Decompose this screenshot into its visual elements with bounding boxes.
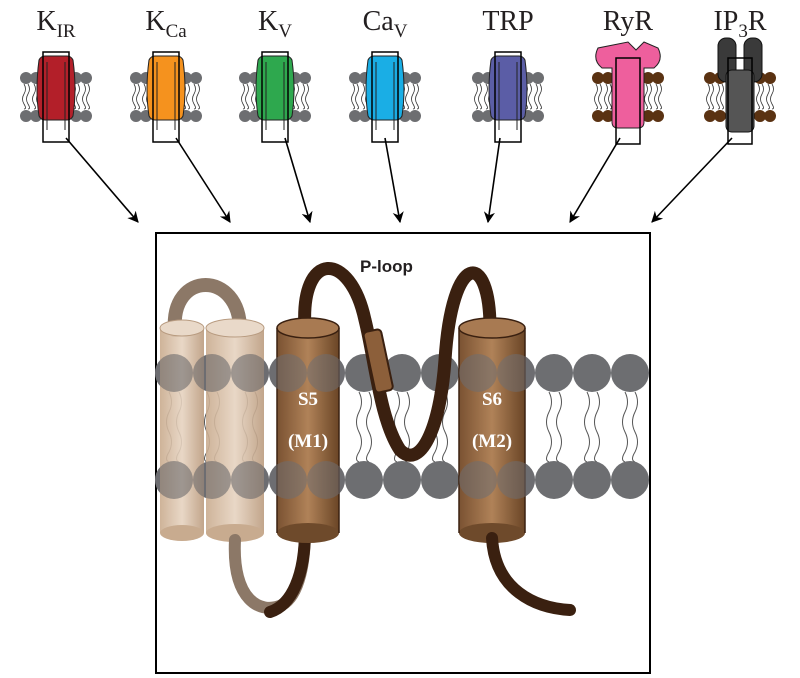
m1-label: (M1) [288,431,328,452]
channel-label-sub: V [278,21,292,42]
helix-s4 [205,318,265,542]
arrow-1 [175,137,231,223]
channel-6: IP3R [704,6,776,145]
arrow-4 [483,137,501,224]
channel-label-base: K [258,6,278,37]
channel-label-sub: Ca [166,21,188,42]
channel-5: RyR [592,6,664,145]
channel-label-base: K [36,6,56,37]
channel-label-base: IP [713,6,738,37]
lipid-head [535,461,573,499]
channel-1: KCa [130,6,202,143]
arrow-6 [651,137,733,223]
arrow-5 [569,137,621,223]
lipid-head [611,461,649,499]
s6-label: S6 [482,389,502,410]
channel-label: IP3R [713,6,766,42]
lipid-head [611,354,649,392]
arrow-3 [384,137,404,224]
arrow-2 [284,137,313,224]
channel-label-base: K [145,6,165,37]
channel-label-base: Ca [363,6,395,37]
channel-label-base: RyR [603,6,654,37]
channel-label: KV [258,6,292,42]
lipid-heads-front [155,354,535,499]
domain-box [155,232,651,674]
pore-helix [362,328,394,394]
arrows [65,137,733,224]
m2-label: (M2) [472,431,512,452]
c-terminal-tail [486,532,576,616]
channel-label: KIR [36,6,76,42]
lipid-head [535,354,573,392]
channel-label: KCa [145,6,187,42]
lipid-head [345,461,383,499]
channel-label: TRP [482,6,533,37]
lipid-head [573,461,611,499]
channel-label-sub: IR [57,21,76,42]
channel-0: KIR [20,6,92,143]
lipid-head [383,461,421,499]
channel-label: RyR [603,6,654,37]
lipid-head [573,354,611,392]
p-loop-label: P-loop [360,257,413,276]
channel-label-sub: V [394,21,408,42]
channel-label-trail: R [748,6,767,37]
channel-4: TRP [472,6,544,143]
channel-label-base: TRP [482,6,533,37]
channel-label-sub: 3 [738,21,748,42]
helix-s3 [159,319,205,541]
transmembrane-domain: P-loop S5 (M1) S6 (M2) [155,257,649,618]
s5-label: S5 [298,389,318,410]
lipid-head [421,461,459,499]
p-loop [298,262,497,462]
channel-2: KV [239,6,311,143]
channel-3: CaV [349,6,421,143]
s3-s4-loop [167,278,247,337]
arrow-0 [65,137,139,223]
channel-label: CaV [363,6,408,42]
